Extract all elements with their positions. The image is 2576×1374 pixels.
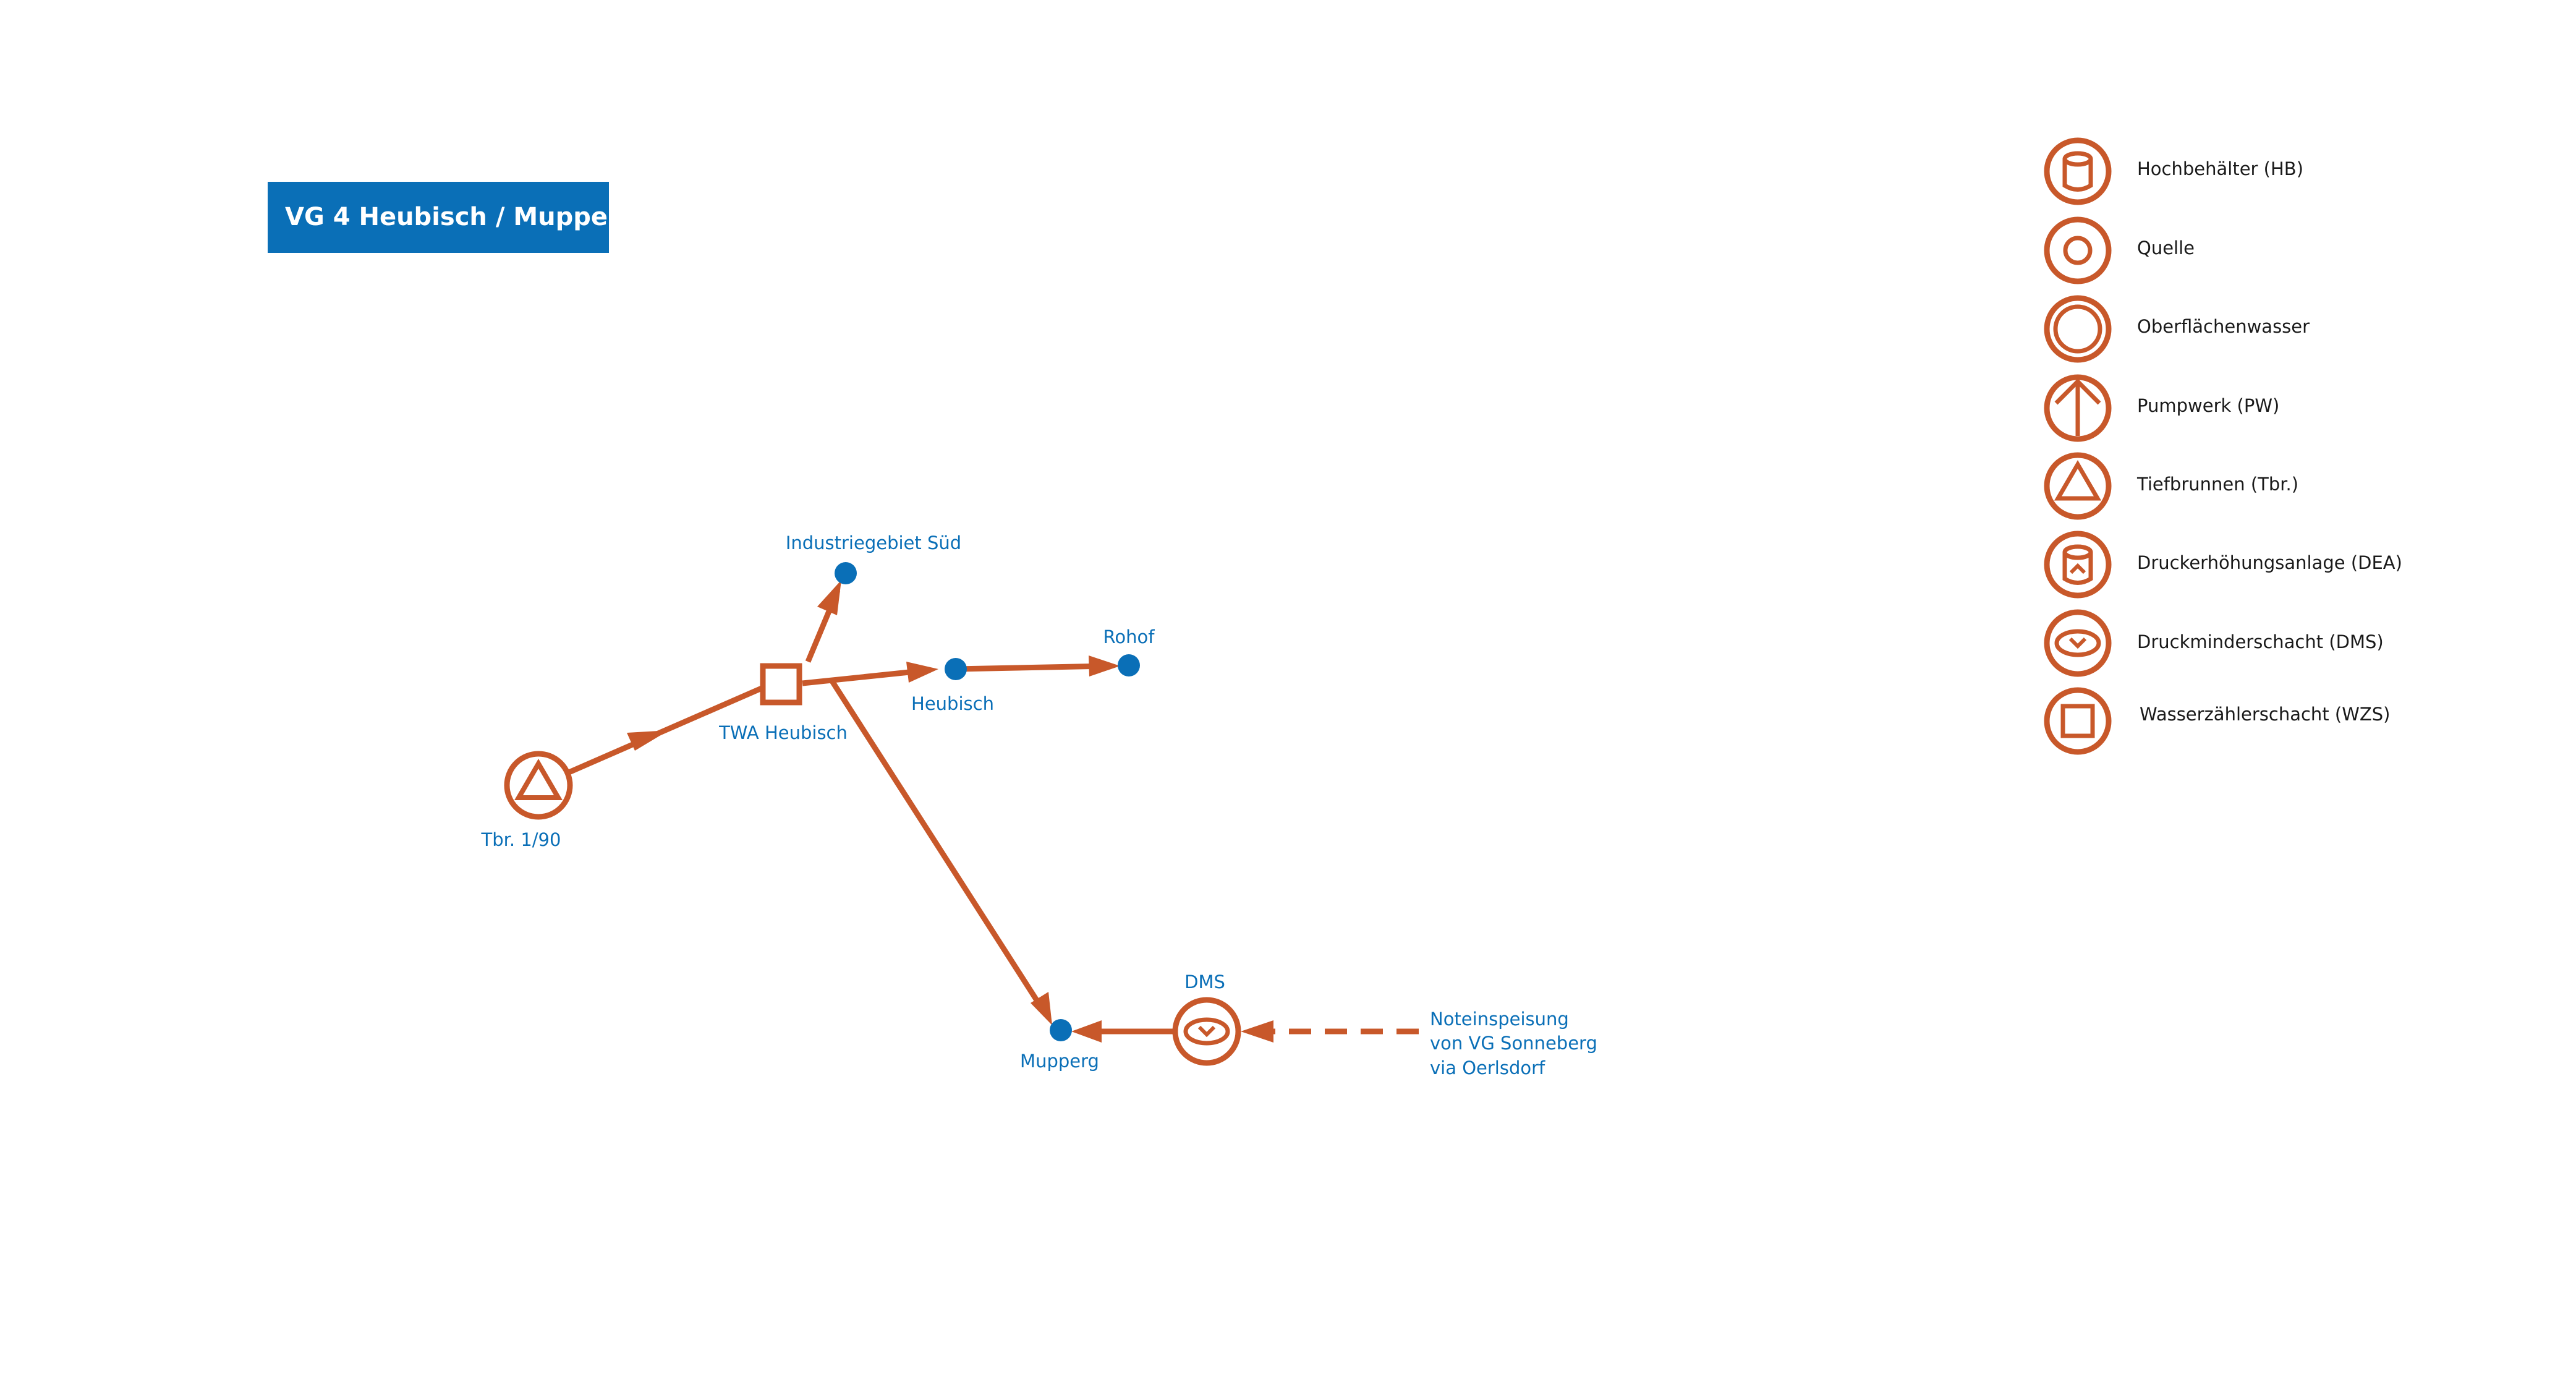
hochbehaelter-cylinder-top — [2062, 151, 2093, 167]
oberflaechenwasser-inner — [2053, 304, 2102, 354]
consumer-point — [1050, 1019, 1072, 1041]
node-label-notein-line3: via Oerlsdorf — [1430, 1057, 1545, 1078]
tiefbrunnen-triangle — [2054, 460, 2102, 501]
arrowhead-dms-mupperg — [1071, 1020, 1102, 1043]
legend-label: Druckminderschacht (DMS) — [2137, 631, 2384, 652]
arrowhead-heubisch-rohof — [1089, 655, 1120, 676]
dms-chevron — [2068, 637, 2087, 649]
connection-twa-mupperg — [829, 678, 1044, 1010]
node-label-dms: DMS — [1184, 971, 1225, 992]
node-industrie: Industriegebiet Süd — [786, 532, 961, 584]
quelle-icon — [2044, 216, 2112, 284]
diagram-title: VG 4 Heubisch / Mupperg — [268, 182, 637, 253]
legend-item-wasserzaehlerschacht: Wasserzählerschacht (WZS) — [2044, 687, 2390, 755]
legend-item-tiefbrunnen: Tiefbrunnen (Tbr.) — [2044, 452, 2298, 520]
legend-label: Quelle — [2137, 237, 2195, 258]
node-rohof: Rohof — [1103, 626, 1155, 676]
druckminderschacht-chevron — [1197, 1025, 1216, 1038]
node-label-mupperg: Mupperg — [1020, 1051, 1099, 1072]
node-mupperg: Mupperg — [1020, 1019, 1099, 1072]
arrowhead-twa-mupperg — [1031, 992, 1052, 1025]
legend-item-druckminderschacht: Druckminderschacht (DMS) — [2044, 609, 2384, 677]
node-label-industrie: Industriegebiet Süd — [786, 532, 961, 553]
tiefbrunnen-triangle — [514, 759, 563, 800]
node-twa: TWA Heubisch — [718, 663, 848, 743]
dea-cylinder-top — [2062, 544, 2093, 560]
legend-label: Pumpwerk (PW) — [2137, 395, 2279, 416]
consumer-point — [835, 562, 857, 584]
node-tbr: Tbr. 1/90 — [481, 751, 573, 850]
legend-label: Druckerhöhungsanlage (DEA) — [2137, 552, 2402, 573]
legend: Hochbehälter (HB) Quelle Oberflächenwass… — [2044, 137, 2402, 755]
pumpwerk-icon — [2044, 374, 2112, 442]
legend-item-quelle: Quelle — [2044, 216, 2195, 284]
druckminderschacht-icon — [1172, 997, 1241, 1066]
node-label-tbr: Tbr. 1/90 — [481, 829, 561, 850]
node-notein: Noteinspeisung von VG Sonneberg via Oerl… — [1430, 1009, 1597, 1078]
tiefbrunnen-icon — [504, 751, 573, 820]
arrowhead-twa-heubisch — [906, 662, 938, 683]
connection-twa-heubisch — [802, 667, 928, 686]
node-dms: DMS — [1172, 971, 1241, 1066]
legend-item-hochbehaelter: Hochbehälter (HB) — [2044, 137, 2303, 205]
legend-label: Wasserzählerschacht (WZS) — [2140, 704, 2390, 725]
druckminderschacht-ellipse — [1183, 1017, 1230, 1046]
hochbehaelter-cylinder — [2062, 159, 2093, 192]
druckerhoehungsanlage-icon — [2044, 531, 2112, 599]
legend-label: Tiefbrunnen (Tbr.) — [2136, 474, 2298, 495]
arrowhead-tbr-twa — [627, 730, 669, 751]
wasserzaehlerschacht-icon — [760, 663, 802, 706]
node-heubisch: Heubisch — [911, 658, 994, 714]
quelle-inner — [2063, 236, 2093, 265]
legend-label: Hochbehälter (HB) — [2137, 158, 2303, 179]
legend-item-pumpwerk: Pumpwerk (PW) — [2044, 374, 2279, 442]
consumer-point — [945, 658, 967, 680]
wasserzaehlerschacht-icon — [2044, 687, 2112, 755]
node-label-notein-line2: von VG Sonneberg — [1430, 1033, 1597, 1054]
connection-heubisch-rohof — [955, 663, 1107, 672]
node-label-twa: TWA Heubisch — [718, 722, 848, 743]
dms-ellipse — [2054, 629, 2101, 657]
node-label-heubisch: Heubisch — [911, 693, 994, 714]
hochbehaelter-icon — [2044, 137, 2112, 205]
druckminderschacht-icon — [2044, 609, 2112, 677]
arrowhead-twa-industrie — [817, 580, 841, 615]
dea-chevron — [2069, 563, 2086, 574]
connections — [566, 580, 1419, 1043]
tiefbrunnen-icon — [2044, 452, 2112, 520]
wzs-square — [2060, 704, 2095, 738]
node-label-rohof: Rohof — [1103, 626, 1155, 647]
node-label-notein-line1: Noteinspeisung — [1430, 1009, 1569, 1030]
pumpwerk-arrow — [2054, 378, 2101, 436]
legend-label: Oberflächenwasser — [2137, 316, 2310, 337]
legend-item-oberflaechenwasser: Oberflächenwasser — [2044, 295, 2310, 363]
oberflaechenwasser-icon — [2044, 295, 2112, 363]
dea-cylinder — [2062, 552, 2093, 585]
consumer-point — [1118, 654, 1140, 676]
legend-item-druckerhoehungsanlage: Druckerhöhungsanlage (DEA) — [2044, 531, 2402, 599]
arrowhead-notein-dms — [1241, 1020, 1273, 1043]
